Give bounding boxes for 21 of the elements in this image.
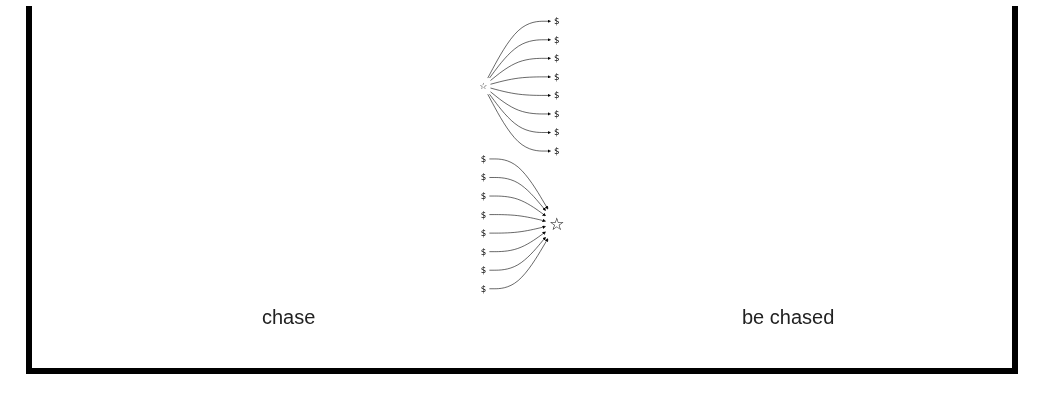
node-text: $ bbox=[480, 172, 487, 183]
node-text: $ bbox=[480, 283, 487, 294]
node-text: $ bbox=[553, 34, 560, 45]
node-text: $ bbox=[553, 90, 560, 101]
node-text: ☆ bbox=[548, 213, 565, 234]
node-text: $ bbox=[480, 265, 487, 276]
node-text: $ bbox=[553, 53, 560, 64]
node-text: $ bbox=[480, 191, 487, 201]
node-text: $ bbox=[553, 71, 560, 82]
node-text: $ bbox=[480, 228, 487, 239]
node-text: $ bbox=[553, 16, 560, 27]
node-text: $ bbox=[480, 209, 487, 220]
node-text: $ bbox=[480, 154, 487, 164]
node-text: $ bbox=[553, 146, 560, 156]
node-text: $ bbox=[553, 127, 560, 138]
node-text: $ bbox=[553, 109, 560, 119]
caption-text: chase bbox=[262, 306, 316, 329]
node-text: $ bbox=[480, 246, 487, 257]
caption-text: be chased bbox=[742, 306, 835, 329]
node-text: ☆ bbox=[479, 81, 488, 92]
diagram-frame: ☆ $ $ $ $ $ $ $ $ $ $ $ $ $ $ $ $ ☆ chase be chased bbox=[26, 6, 1018, 374]
